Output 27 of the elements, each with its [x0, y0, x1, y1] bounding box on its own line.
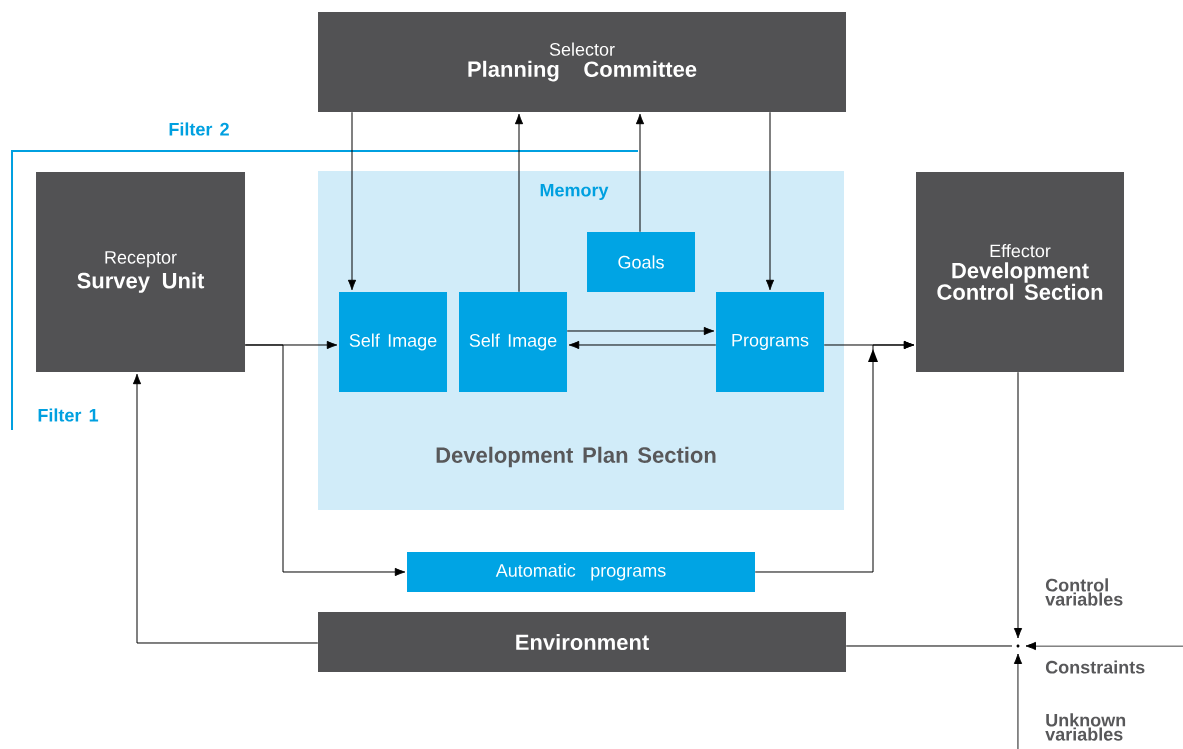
junction-point: [1016, 644, 1020, 648]
process-box: Environment: [318, 612, 846, 672]
arrow: [244, 344, 406, 577]
arrow: [1013, 653, 1023, 749]
arrow: [754, 340, 915, 573]
process-box: Selector Planning Committee: [318, 12, 846, 112]
filter-label: Filter 1: [38, 408, 99, 422]
arrow: [1013, 371, 1023, 639]
arrow: [566, 326, 715, 336]
edge-label: Constraints: [1045, 660, 1145, 674]
memory-box: Automatic programs: [407, 552, 755, 592]
memory-box: Self Image: [459, 292, 567, 392]
edge-label: Control variables: [1045, 578, 1123, 606]
arrow: [1025, 641, 1183, 651]
arrow: [514, 113, 524, 293]
arrow: [635, 113, 645, 233]
memory-box: Self Image: [339, 292, 447, 392]
arrow: [765, 111, 775, 291]
arrow: [347, 111, 357, 291]
edge-label: Unknown variables: [1045, 713, 1126, 741]
memory-box: Programs: [716, 292, 824, 392]
memory-box: Goals: [587, 232, 695, 292]
arrow: [132, 373, 319, 644]
arrow: [568, 340, 717, 350]
process-box: Receptor Survey Unit: [36, 172, 245, 372]
process-box: Effector Development Control Section: [916, 172, 1124, 372]
filter-label: Filter 2: [169, 122, 229, 136]
